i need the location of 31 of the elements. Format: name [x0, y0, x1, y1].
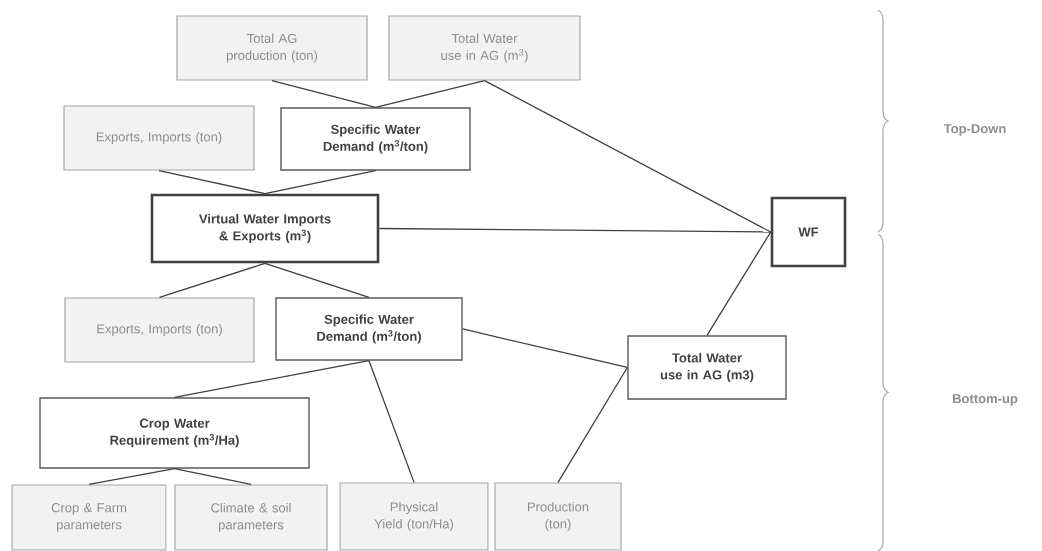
section-label: Bottom-up: [953, 394, 1018, 406]
connector-line: [264, 262, 370, 298]
connector-line: [378, 227, 772, 233]
input-box: Production (ton): [494, 482, 622, 551]
connector-line: [368, 360, 415, 484]
connector-line: [483, 79, 772, 233]
input-box: Total AG production (ton): [176, 15, 368, 81]
connector-line: [158, 169, 266, 195]
process-box: Specific Water Demand (m$^{3}$/ton): [275, 297, 463, 361]
connector-line: [374, 79, 486, 108]
connector-line: [173, 468, 252, 486]
input-box: Climate & soil parameters: [174, 484, 328, 551]
connector-line: [706, 231, 772, 336]
connector-line: [264, 170, 377, 195]
input-box: Exports, Imports (ton): [63, 105, 255, 171]
process-box: Specific Water Demand (m$^{3}$/ton): [280, 107, 471, 171]
connector-line: [173, 360, 370, 398]
input-box: Physical Yield (ton/Ha): [339, 482, 489, 551]
section-label: Top-Down: [943, 124, 1006, 136]
process-box: Crop Water Requirement (m$^{3}$/Ha): [39, 397, 310, 469]
connector-line: [158, 262, 266, 299]
connector-line: [271, 79, 377, 108]
input-box: Crop & Farm parameters: [11, 484, 167, 551]
input-box: Exports, Imports (ton): [64, 297, 255, 363]
connector-line: [88, 468, 176, 486]
connector-line: [557, 366, 628, 484]
input-box: Total Water use in AG (m$^{3}$): [388, 15, 581, 81]
connector-line: [462, 328, 628, 369]
result-box: Virtual Water Imports & Exports (m$^{3}$): [150, 193, 380, 264]
process-box: Total Water use in AG (m3): [627, 335, 787, 400]
result-box: WF: [770, 196, 847, 268]
